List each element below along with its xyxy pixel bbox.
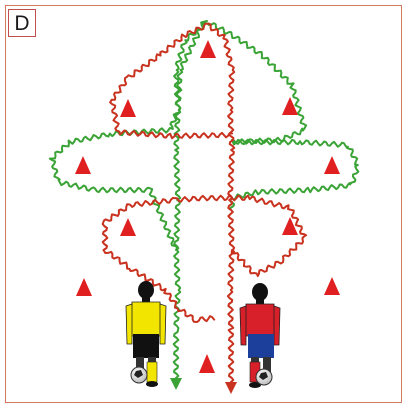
cone-lower-right xyxy=(282,217,298,235)
cone-top xyxy=(200,40,216,58)
player-right-arm-l xyxy=(239,305,247,346)
player-right-shorts xyxy=(248,334,274,358)
player-left-arm-r xyxy=(159,303,167,345)
player-left-boot xyxy=(146,381,158,387)
player-right-shirt xyxy=(243,303,277,337)
player-left-sock-r xyxy=(146,361,158,383)
ball-pattern-right xyxy=(259,372,268,380)
cone-upper-right xyxy=(282,97,298,115)
cone-bottom-center xyxy=(199,354,215,373)
player-left-arm-l xyxy=(125,303,133,345)
ball-pattern-left xyxy=(134,370,143,378)
player-right-red xyxy=(239,283,281,388)
player-right-neck xyxy=(256,298,264,304)
arrow-head-red xyxy=(225,382,237,394)
cone-far-right xyxy=(324,277,340,295)
dribble-path-red xyxy=(101,22,308,383)
drill-frame xyxy=(5,5,402,403)
diagram-label: D xyxy=(8,9,36,37)
cones xyxy=(75,40,340,373)
cone-far-left xyxy=(76,278,92,296)
player-left-shirt xyxy=(129,301,163,337)
cone-mid-left xyxy=(75,156,91,174)
player-right-leg-r xyxy=(263,357,271,377)
cone-lower-left xyxy=(120,218,136,236)
player-right-arm-r xyxy=(273,305,281,346)
player-left-neck xyxy=(142,296,150,302)
player-right-boot xyxy=(249,382,261,388)
dribble-path-green xyxy=(48,20,360,379)
player-left-head xyxy=(138,281,154,299)
player-left-yellow xyxy=(125,281,167,387)
player-left-shorts xyxy=(133,334,159,358)
arrow-head-green xyxy=(170,378,182,390)
cone-mid-right xyxy=(324,156,340,174)
player-right-head xyxy=(252,283,268,301)
cone-upper-left xyxy=(120,99,136,117)
